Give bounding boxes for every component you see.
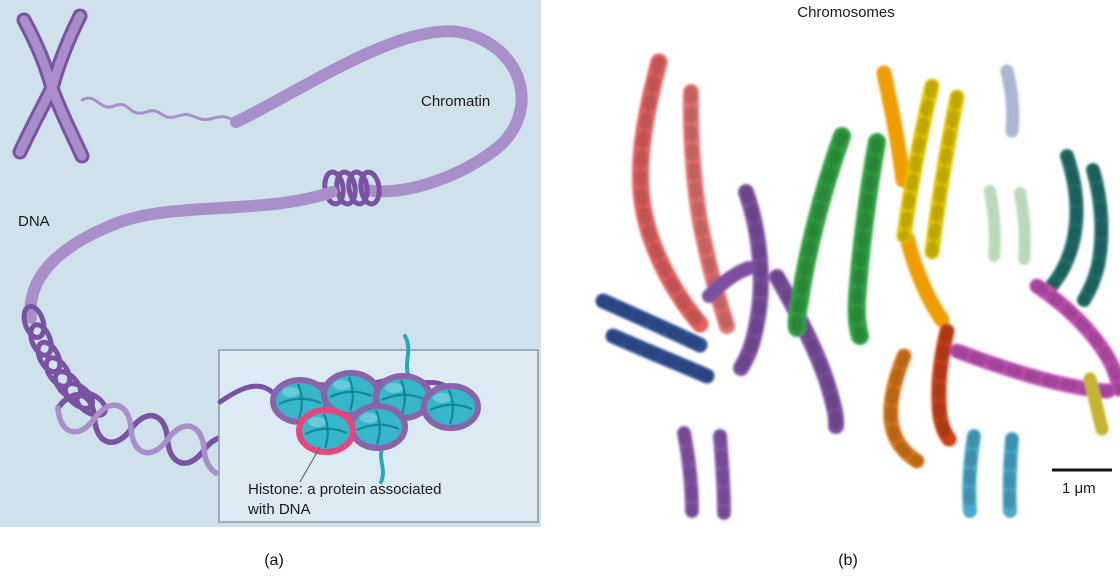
chromosome-bands bbox=[685, 86, 733, 332]
chromosome-bands bbox=[735, 186, 767, 374]
caption-a: (a) bbox=[264, 552, 284, 569]
chromosome-bands bbox=[933, 325, 955, 445]
chromosome-bands bbox=[607, 330, 713, 382]
label-dna: DNA bbox=[18, 213, 50, 230]
chromosome-bands bbox=[963, 430, 980, 517]
chromosome-bands bbox=[926, 91, 963, 258]
chromosome-spread bbox=[595, 53, 1120, 520]
unwinding-fiber-squiggle bbox=[80, 96, 240, 123]
chromosome-bands bbox=[1031, 280, 1120, 395]
chromosomes-purple bbox=[702, 184, 845, 434]
label-histone-line1: Histone: a protein associated bbox=[248, 481, 441, 498]
panel-b-title: Chromosomes bbox=[797, 4, 895, 21]
chromosome-orange-dark bbox=[883, 348, 925, 469]
scale-bar: 1 μm bbox=[1052, 468, 1112, 497]
chromosomes-yellow bbox=[896, 78, 965, 260]
chromosome-olive bbox=[1083, 372, 1109, 436]
chromosome-bands bbox=[771, 271, 842, 432]
chromosomes-red bbox=[632, 53, 735, 334]
chromosome-bands bbox=[1078, 164, 1107, 306]
nucleosome-bead bbox=[351, 406, 405, 448]
chromatin-fiber-loop bbox=[230, 25, 528, 198]
chromosome-bands bbox=[885, 350, 923, 467]
chromosome-bands bbox=[851, 136, 883, 342]
scale-bar-label: 1 μm bbox=[1062, 480, 1096, 497]
chromosome-bands bbox=[1041, 150, 1083, 297]
chromosome-bands bbox=[678, 427, 698, 517]
label-chromatin: Chromatin bbox=[421, 93, 490, 110]
chromosome-bands bbox=[714, 430, 730, 519]
chromosomes-green bbox=[787, 127, 886, 345]
chromosome-x-body bbox=[15, 11, 87, 161]
histone-leader-line bbox=[299, 446, 321, 483]
chromosomes-teal bbox=[1040, 149, 1109, 307]
chromosomes-pale-green bbox=[984, 185, 1031, 265]
histone-inset: Histone: a protein associated with DNA bbox=[217, 334, 539, 523]
dna-double-helix bbox=[55, 392, 230, 476]
label-histone-line2: with DNA bbox=[247, 501, 311, 518]
nucleosome-bead bbox=[424, 386, 478, 428]
nucleosome-bead-highlighted bbox=[299, 410, 353, 452]
inset-teal-tail-bottom bbox=[379, 444, 385, 484]
nucleosome-bead-highlight bbox=[299, 410, 353, 452]
panel-a-artwork: Chromatin DNA bbox=[0, 0, 541, 527]
panel-b-artwork: Chromosomes bbox=[595, 4, 1120, 520]
panel-a-dna-chromatin-diagram: Chromatin DNA bbox=[0, 0, 541, 527]
chromosome-slate-faded bbox=[1000, 64, 1020, 138]
caption-b: (b) bbox=[838, 552, 858, 569]
chromosomes-violet bbox=[677, 426, 731, 520]
chromosomes-cyan bbox=[962, 429, 1019, 518]
chromosome-bands bbox=[635, 56, 706, 330]
chromosome-vermilion bbox=[931, 323, 957, 447]
chromosome-bands bbox=[597, 295, 706, 351]
chromosome-bands bbox=[1004, 433, 1018, 517]
chromosome-bands bbox=[791, 130, 848, 334]
chromosome-bands bbox=[898, 80, 938, 242]
chromosomes-orange bbox=[876, 65, 950, 328]
chromosome-bands bbox=[951, 345, 1114, 397]
dna-strand-2 bbox=[55, 402, 219, 476]
chromosomes-navy bbox=[595, 293, 715, 384]
panel-b-chromosome-micrograph: Chromosomes bbox=[541, 0, 1120, 527]
chromatin-fiber-descending bbox=[24, 186, 338, 324]
